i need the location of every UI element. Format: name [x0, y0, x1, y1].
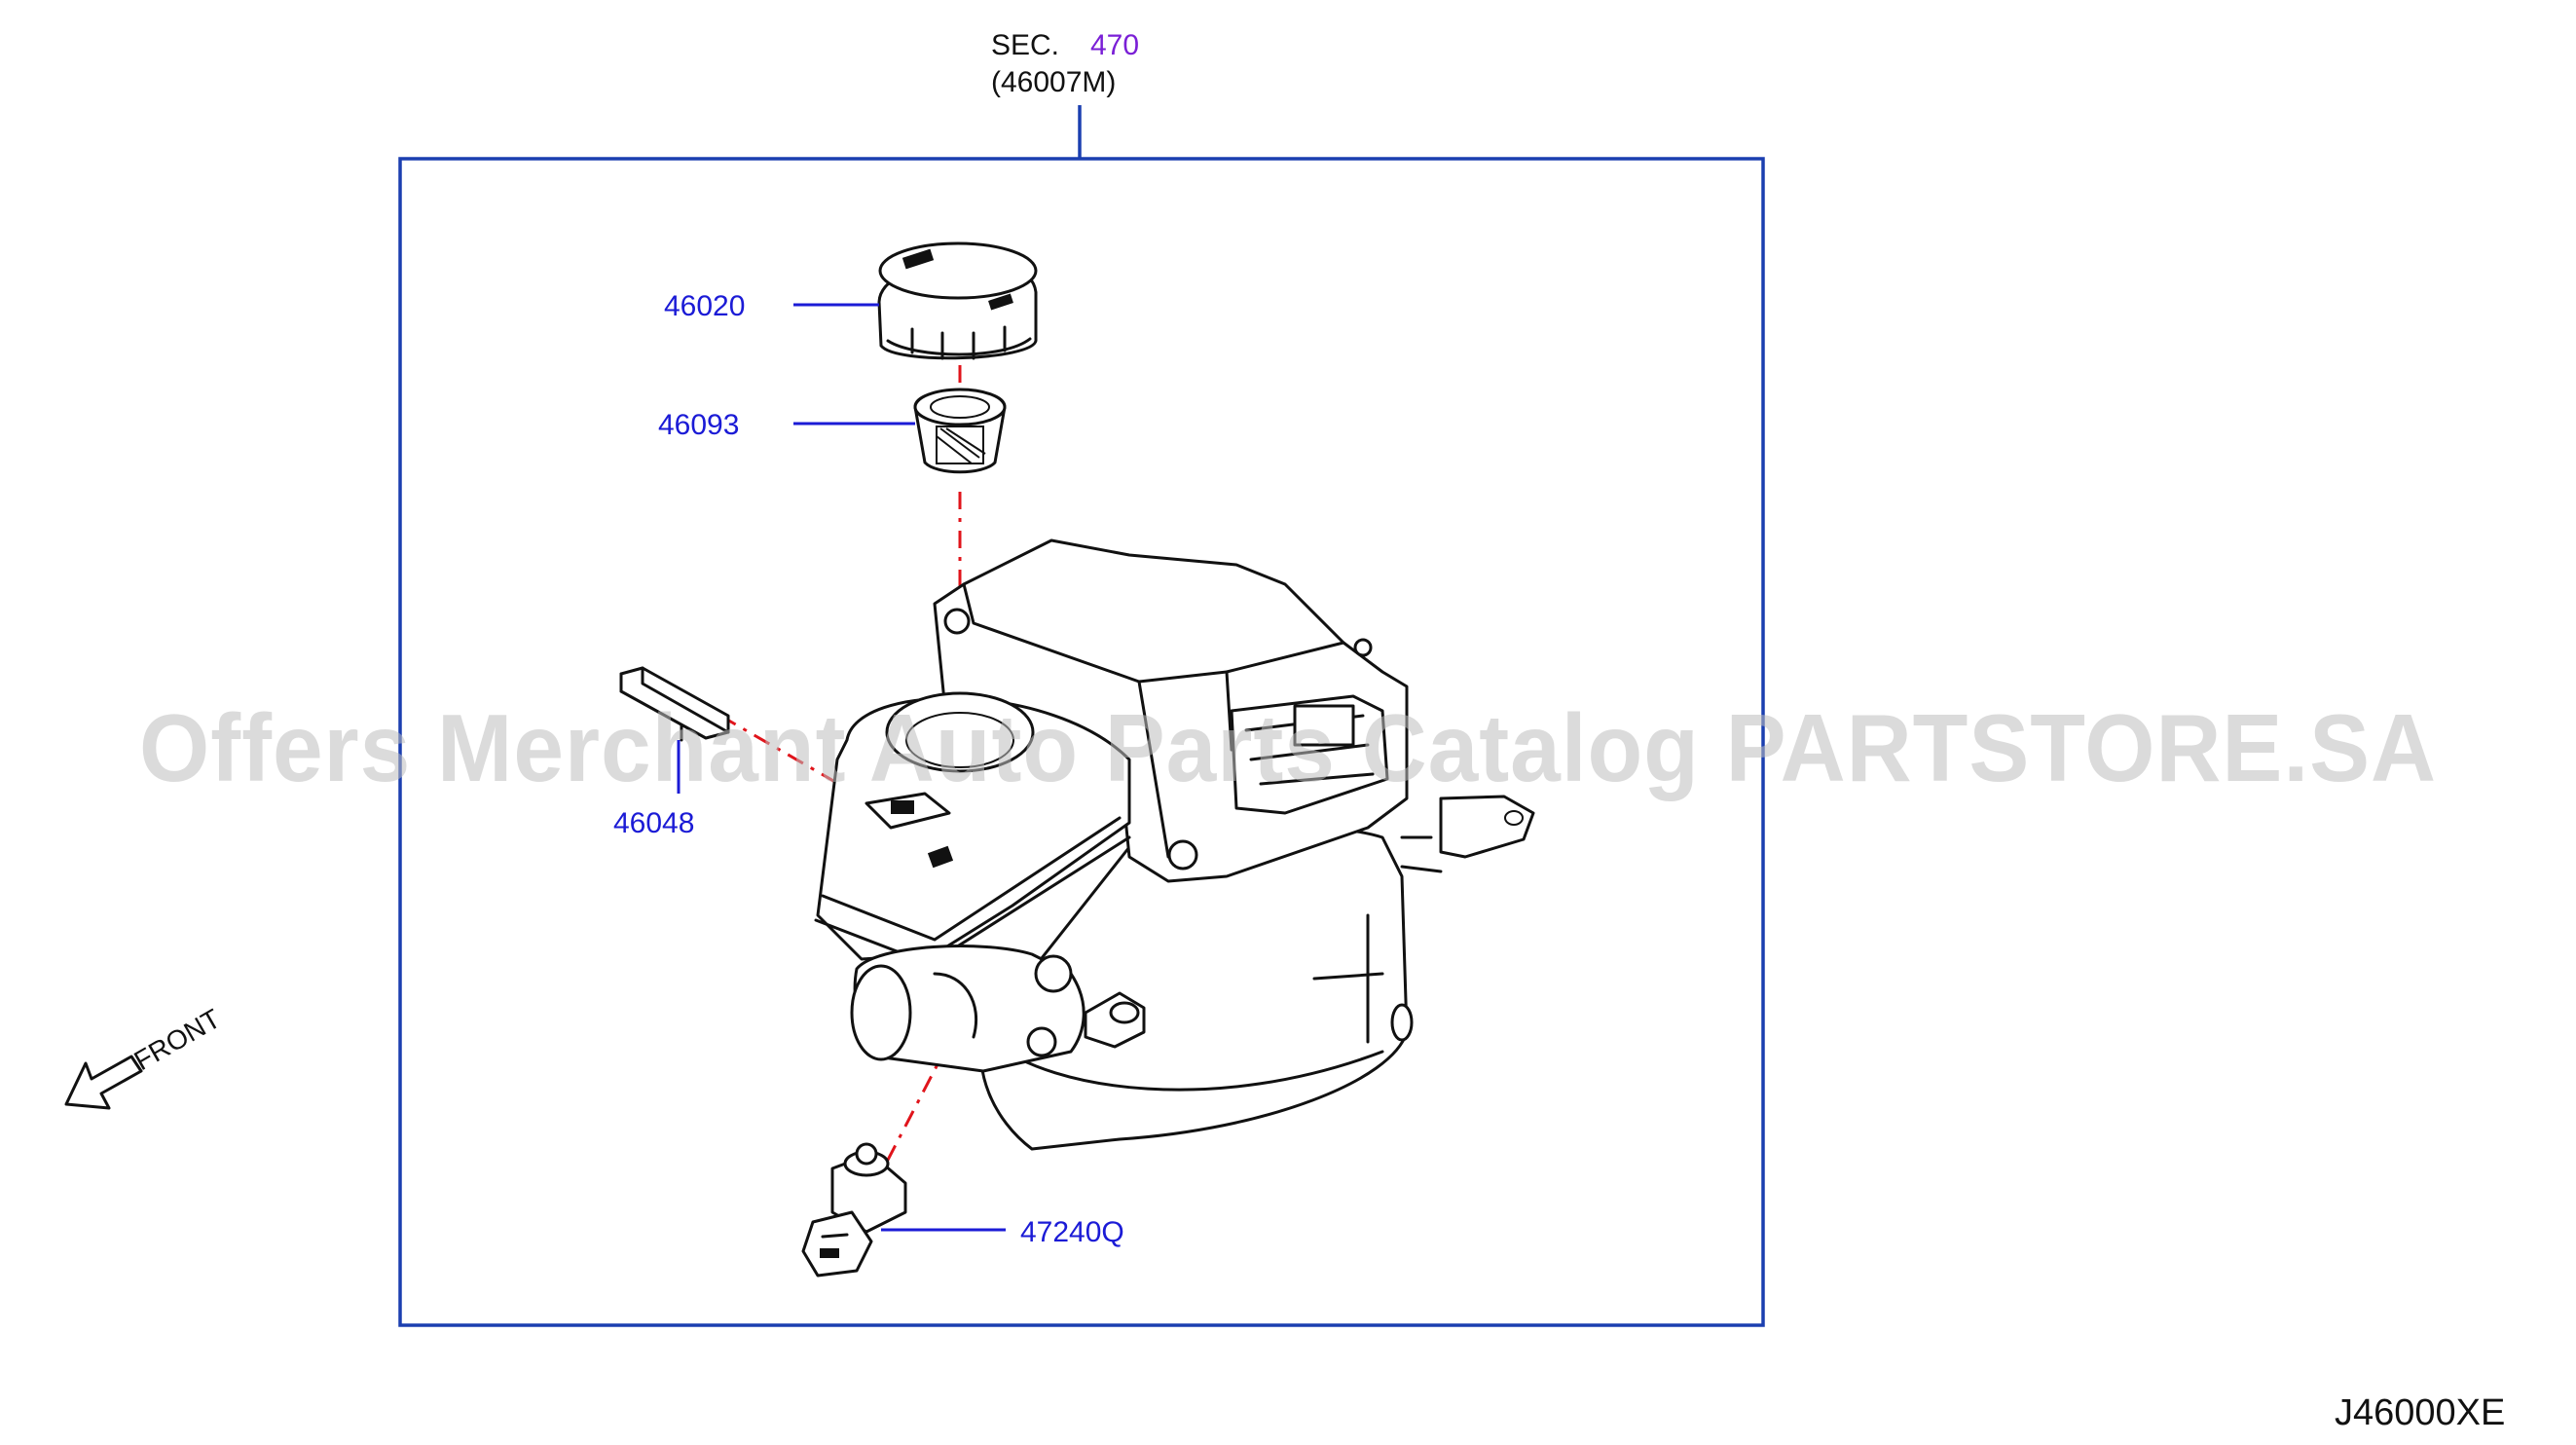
- part-label-47240q[interactable]: 47240Q: [1020, 1216, 1124, 1248]
- part-label-46020[interactable]: 46020: [664, 290, 745, 322]
- section-number-link[interactable]: 470: [1090, 29, 1139, 61]
- assembly-frame: [398, 157, 1765, 1327]
- part-label-46048[interactable]: 46048: [613, 807, 694, 839]
- front-direction-arrow-icon: [64, 1055, 143, 1110]
- centerline-pin: [719, 714, 848, 791]
- centerline-sensor: [884, 1041, 951, 1165]
- pin-drawing[interactable]: [619, 666, 730, 742]
- part-label-46093[interactable]: 46093: [658, 409, 739, 441]
- reservoir-cap-drawing[interactable]: [877, 241, 1038, 360]
- watermark-text: Offers Merchant Auto Parts Catalog PARTS…: [139, 694, 2437, 801]
- front-label: FRONT: [129, 1003, 226, 1076]
- diagram-code: J46000XE: [2335, 1392, 2505, 1433]
- master-cylinder-assembly-drawing: [814, 538, 1535, 1151]
- section-ref: (46007M): [991, 66, 1116, 98]
- strainer-drawing[interactable]: [913, 388, 1007, 474]
- section-prefix: SEC.: [991, 29, 1059, 61]
- pressure-sensor-drawing[interactable]: [801, 1142, 907, 1278]
